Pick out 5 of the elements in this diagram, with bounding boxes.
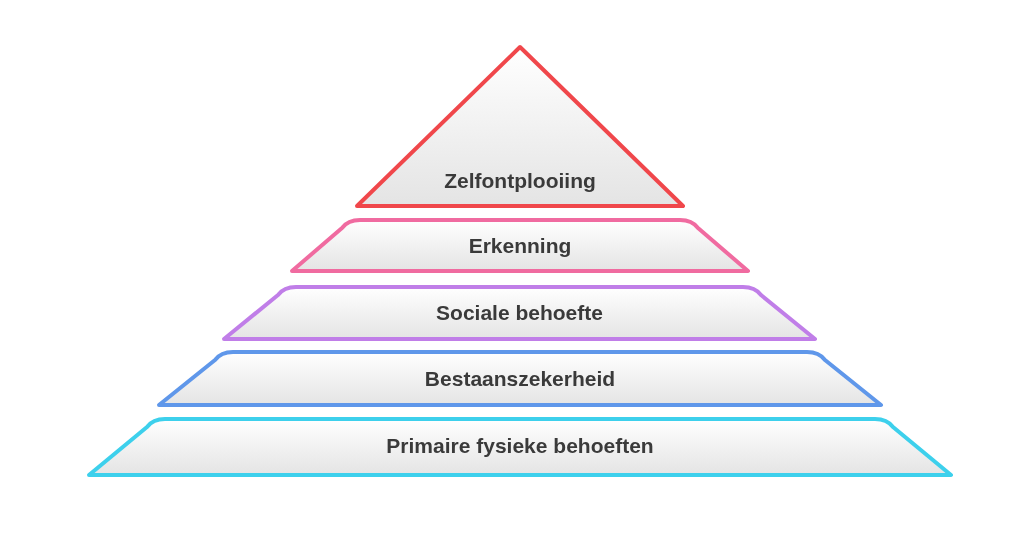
- level-label: Erkenning: [467, 234, 573, 258]
- level-label: Sociale behoefte: [435, 301, 604, 325]
- level-label: Primaire fysieke behoeften: [385, 434, 655, 458]
- level-label: Bestaanszekerheid: [423, 367, 617, 391]
- level-label: Zelfontplooiing: [443, 169, 597, 193]
